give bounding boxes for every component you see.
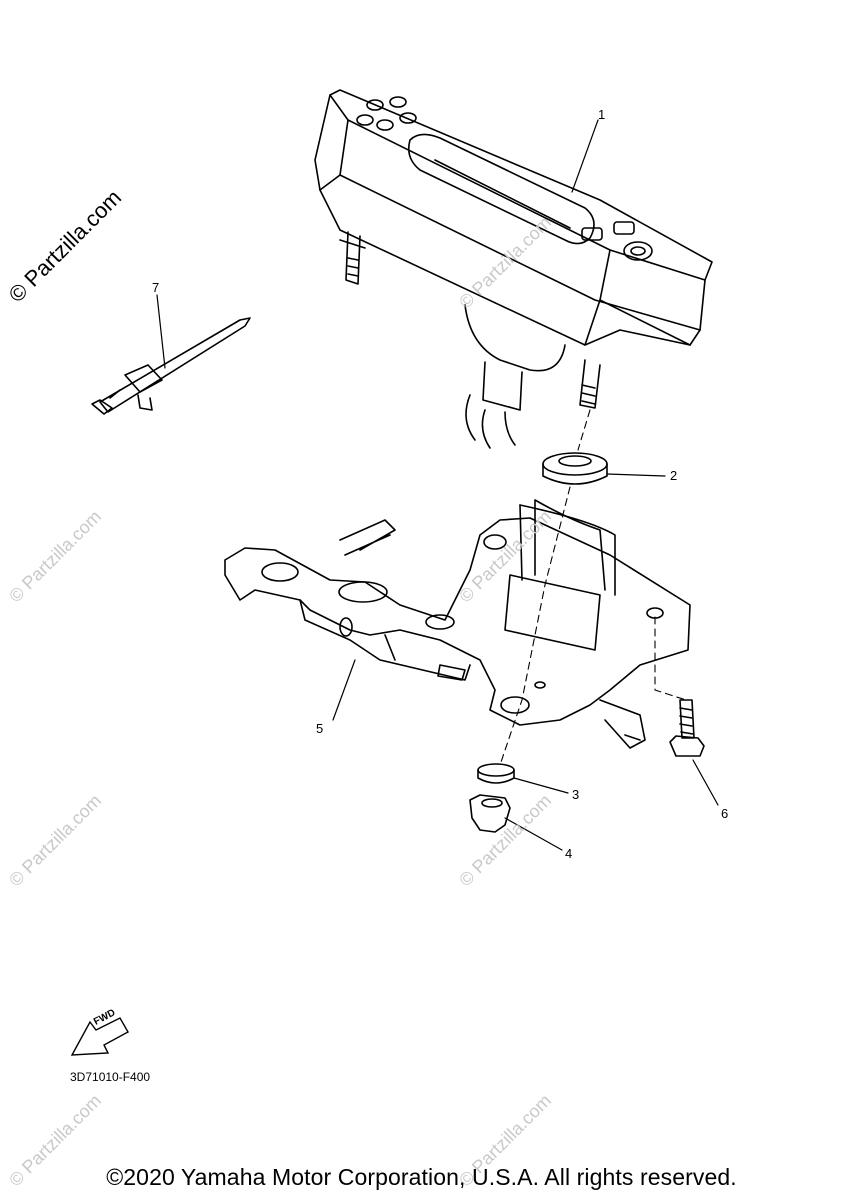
- bolt-part: [669, 699, 705, 757]
- callout-7: 7: [152, 280, 160, 295]
- callout-4: 4: [565, 846, 573, 861]
- callout-2: 2: [670, 468, 678, 483]
- figure-code: 3D71010-F400: [70, 1070, 151, 1084]
- callout-3: 3: [572, 787, 580, 802]
- collar-part: [477, 763, 515, 784]
- copyright-notice: ©2020 Yamaha Motor Corporation, U.S.A. A…: [106, 1164, 737, 1190]
- nut-part: [469, 794, 511, 833]
- callout-1: 1: [598, 107, 606, 122]
- meter-bracket-part: [224, 499, 691, 749]
- cable-tie-part: [91, 317, 251, 415]
- callout-6: 6: [721, 806, 729, 821]
- damper-part: [542, 452, 608, 485]
- fwd-arrow-icon: [70, 1017, 129, 1056]
- callout-5: 5: [316, 721, 324, 736]
- meter-assembly-part: [314, 89, 713, 449]
